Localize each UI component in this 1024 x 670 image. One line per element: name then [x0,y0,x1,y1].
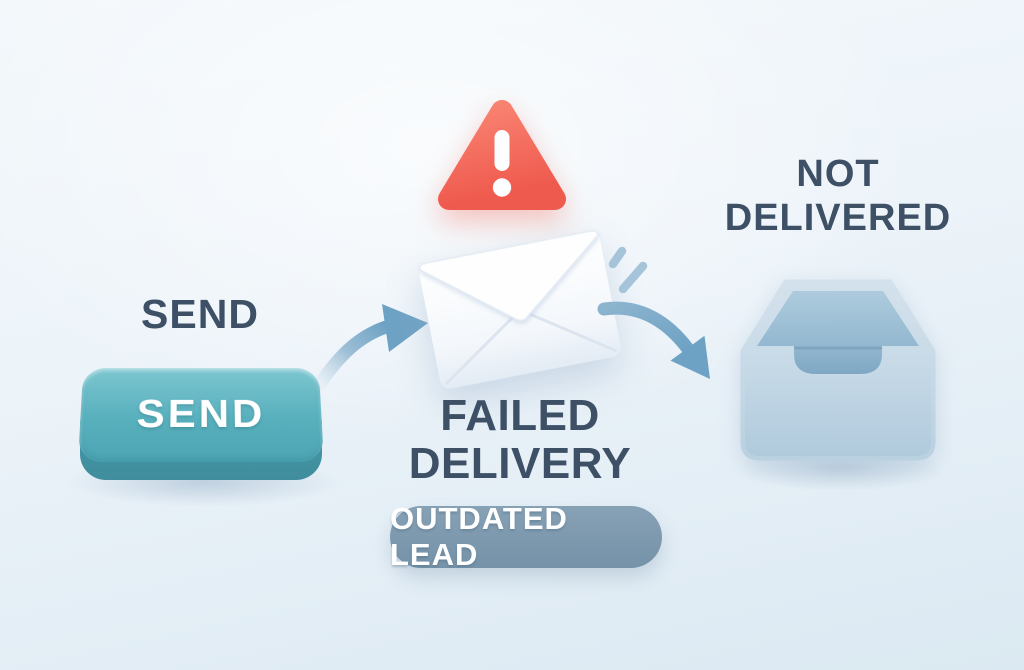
outdated-lead-badge-label: OUTDATED LEAD [390,501,568,572]
failed-delivery-label: FAILED DELIVERY [395,392,645,488]
warning-triangle-icon [438,100,566,210]
not-delivered-label: NOT DELIVERED [706,152,970,240]
envelope-icon [418,230,621,389]
not-delivered-line1: NOT [796,153,880,195]
motion-dashes-icon [608,246,648,293]
send-heading: SEND [141,291,259,337]
failed-delivery-line2: DELIVERY [408,439,632,488]
send-button: SEND [78,360,324,484]
send-button-face: SEND [78,368,324,462]
outdated-lead-badge: OUTDATED LEAD [390,501,662,572]
empty-tray-icon [740,279,936,461]
curved-arrow-right-icon [597,301,710,379]
not-delivered-line2: DELIVERED [724,197,952,239]
failed-delivery-line1: FAILED [440,391,600,440]
send-button-label: SEND [136,391,266,436]
curved-arrow-left-icon [313,304,428,391]
